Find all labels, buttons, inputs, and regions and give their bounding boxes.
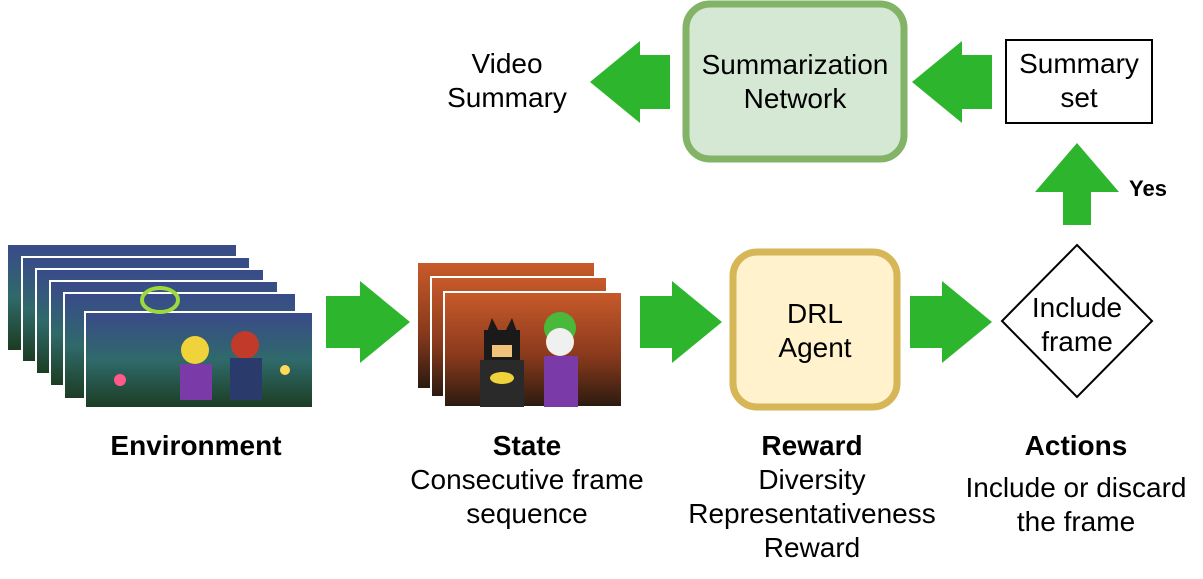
summarization-network-line-2: Network — [743, 83, 847, 114]
reward-line-1: Diversity — [758, 464, 866, 495]
state-caption: State Consecutive frame sequence — [387, 429, 667, 531]
include-frame-label: Include frame — [1012, 291, 1142, 359]
state-title: State — [492, 430, 562, 461]
drl-agent-line-2: Agent — [778, 332, 852, 363]
summary-set-label: Summary set — [1006, 47, 1152, 115]
video-summary-line-2: Summary — [447, 82, 567, 113]
summarization-network-box — [682, 0, 908, 163]
drl-agent-label: DRL Agent — [733, 297, 897, 365]
summarization-network-line-1: Summarization — [701, 49, 889, 80]
state-line-2: sequence — [466, 498, 588, 529]
arrow-env-to-state — [326, 281, 410, 363]
drl-agent-line-1: DRL — [786, 298, 843, 329]
video-summary-line-1: Video — [471, 48, 543, 79]
include-frame-decision — [1000, 243, 1154, 399]
flow-arrows — [326, 41, 1119, 363]
summarization-network-label: Summarization Network — [686, 48, 904, 116]
summary-set-box — [1005, 39, 1153, 124]
video-summary-label: Video Summary — [432, 47, 582, 115]
reward-line-2: Representativeness — [688, 498, 936, 529]
arrow-decision-to-set — [1035, 143, 1119, 225]
arrow-set-to-network — [912, 41, 992, 123]
include-frame-line-1: Include — [1031, 292, 1123, 323]
actions-title: Actions — [1024, 430, 1128, 461]
state-line-1: Consecutive frame — [410, 464, 644, 495]
reward-line-3: Reward — [763, 532, 861, 563]
arrow-network-to-summary — [590, 41, 670, 123]
include-frame-line-2: frame — [1041, 326, 1113, 357]
arrow-agent-to-decision — [910, 281, 992, 363]
state-frames-icon — [418, 263, 623, 408]
environment-frames-icon — [8, 245, 314, 409]
actions-caption: Actions Include or discard the frame — [950, 429, 1202, 539]
summary-set-line-1: Summary — [1019, 48, 1139, 79]
arrow-state-to-agent — [640, 281, 722, 363]
drl-agent-box — [729, 248, 901, 411]
environment-title: Environment — [110, 430, 282, 461]
summary-set-line-2: set — [1060, 82, 1098, 113]
reward-title: Reward — [761, 430, 863, 461]
actions-line-1: Include or discard — [965, 472, 1187, 503]
yes-label: Yes — [1129, 176, 1167, 201]
reward-caption: Reward Diversity Representativeness Rewa… — [672, 429, 952, 565]
actions-line-2: the frame — [1016, 506, 1136, 537]
